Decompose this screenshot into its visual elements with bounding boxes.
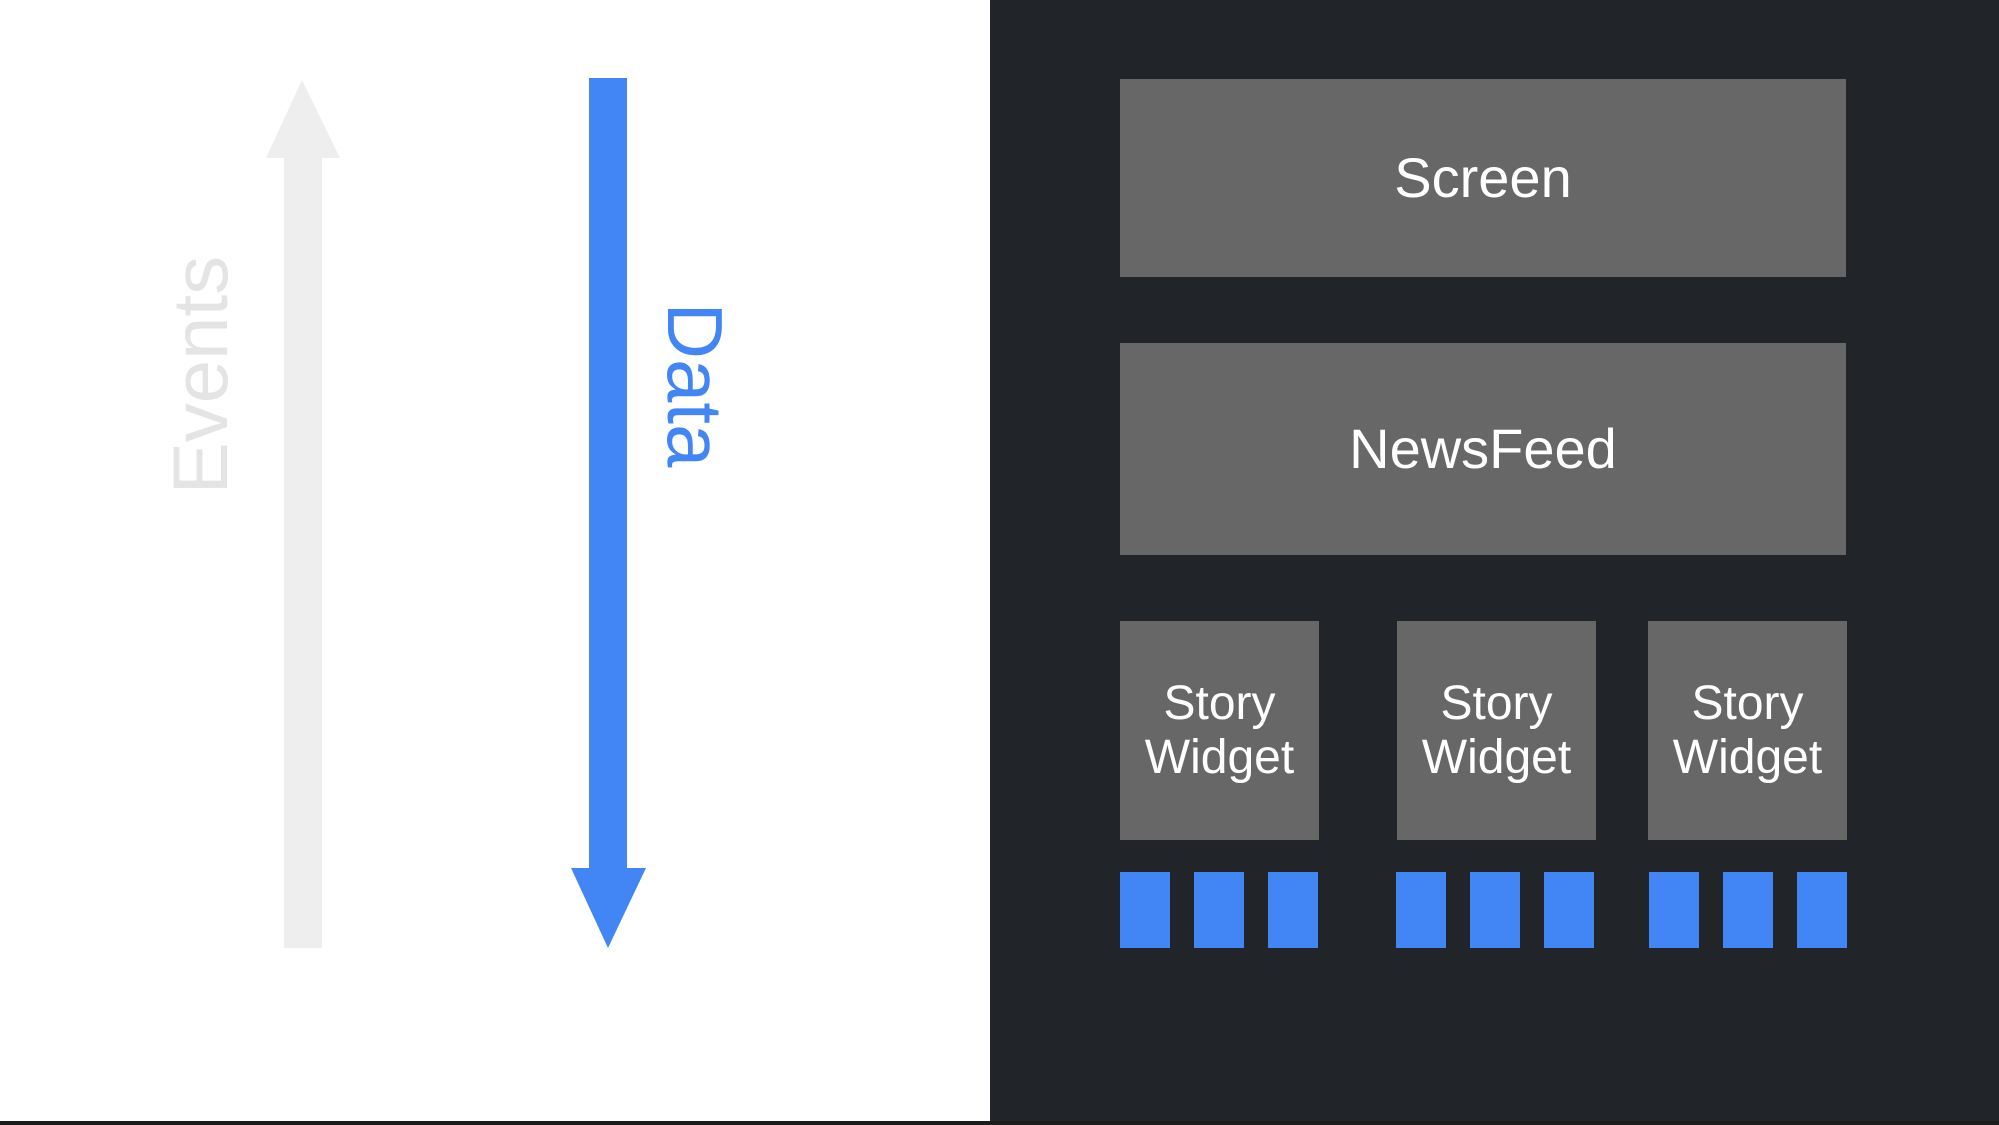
data-label: Data: [651, 302, 740, 468]
leaf-node[interactable]: [1649, 872, 1699, 948]
screen-node-label: Screen: [1394, 145, 1572, 209]
story-widget-node-label: Story Widget: [1422, 677, 1571, 785]
leaf-node-group: [1396, 872, 1594, 948]
story-widget-label-line1: Story: [1691, 676, 1804, 730]
story-widget-node[interactable]: Story Widget: [1397, 621, 1596, 840]
leaf-node[interactable]: [1396, 872, 1446, 948]
leaf-node-group: [1649, 872, 1847, 948]
screen-node[interactable]: Screen: [1120, 79, 1846, 277]
story-widget-label-line2: Widget: [1421, 730, 1572, 784]
story-widget-label-line1: Story: [1163, 676, 1276, 730]
story-widget-label-line2: Widget: [1144, 730, 1295, 784]
leaf-node[interactable]: [1120, 872, 1170, 948]
newsfeed-node[interactable]: NewsFeed: [1120, 343, 1846, 555]
story-widget-label-line2: Widget: [1672, 730, 1823, 784]
leaf-node[interactable]: [1268, 872, 1318, 948]
story-widget-node[interactable]: Story Widget: [1648, 621, 1847, 840]
component-tree-panel: Screen NewsFeed Story Widget Story Widge…: [990, 0, 1999, 1121]
leaf-node[interactable]: [1470, 872, 1520, 948]
story-widget-node[interactable]: Story Widget: [1120, 621, 1319, 840]
leaf-node[interactable]: [1797, 872, 1847, 948]
story-widget-label-line1: Story: [1440, 676, 1553, 730]
story-widget-node-label: Story Widget: [1145, 677, 1294, 785]
data-arrow-icon: [566, 74, 652, 954]
events-arrow-icon: [258, 74, 350, 954]
flow-legend-region: Events Data: [0, 0, 990, 1121]
leaf-node[interactable]: [1194, 872, 1244, 948]
leaf-node[interactable]: [1723, 872, 1773, 948]
leaf-node-group: [1120, 872, 1318, 948]
leaf-node[interactable]: [1544, 872, 1594, 948]
newsfeed-node-label: NewsFeed: [1349, 416, 1617, 480]
story-widget-node-label: Story Widget: [1673, 677, 1822, 785]
events-label: Events: [155, 255, 244, 495]
